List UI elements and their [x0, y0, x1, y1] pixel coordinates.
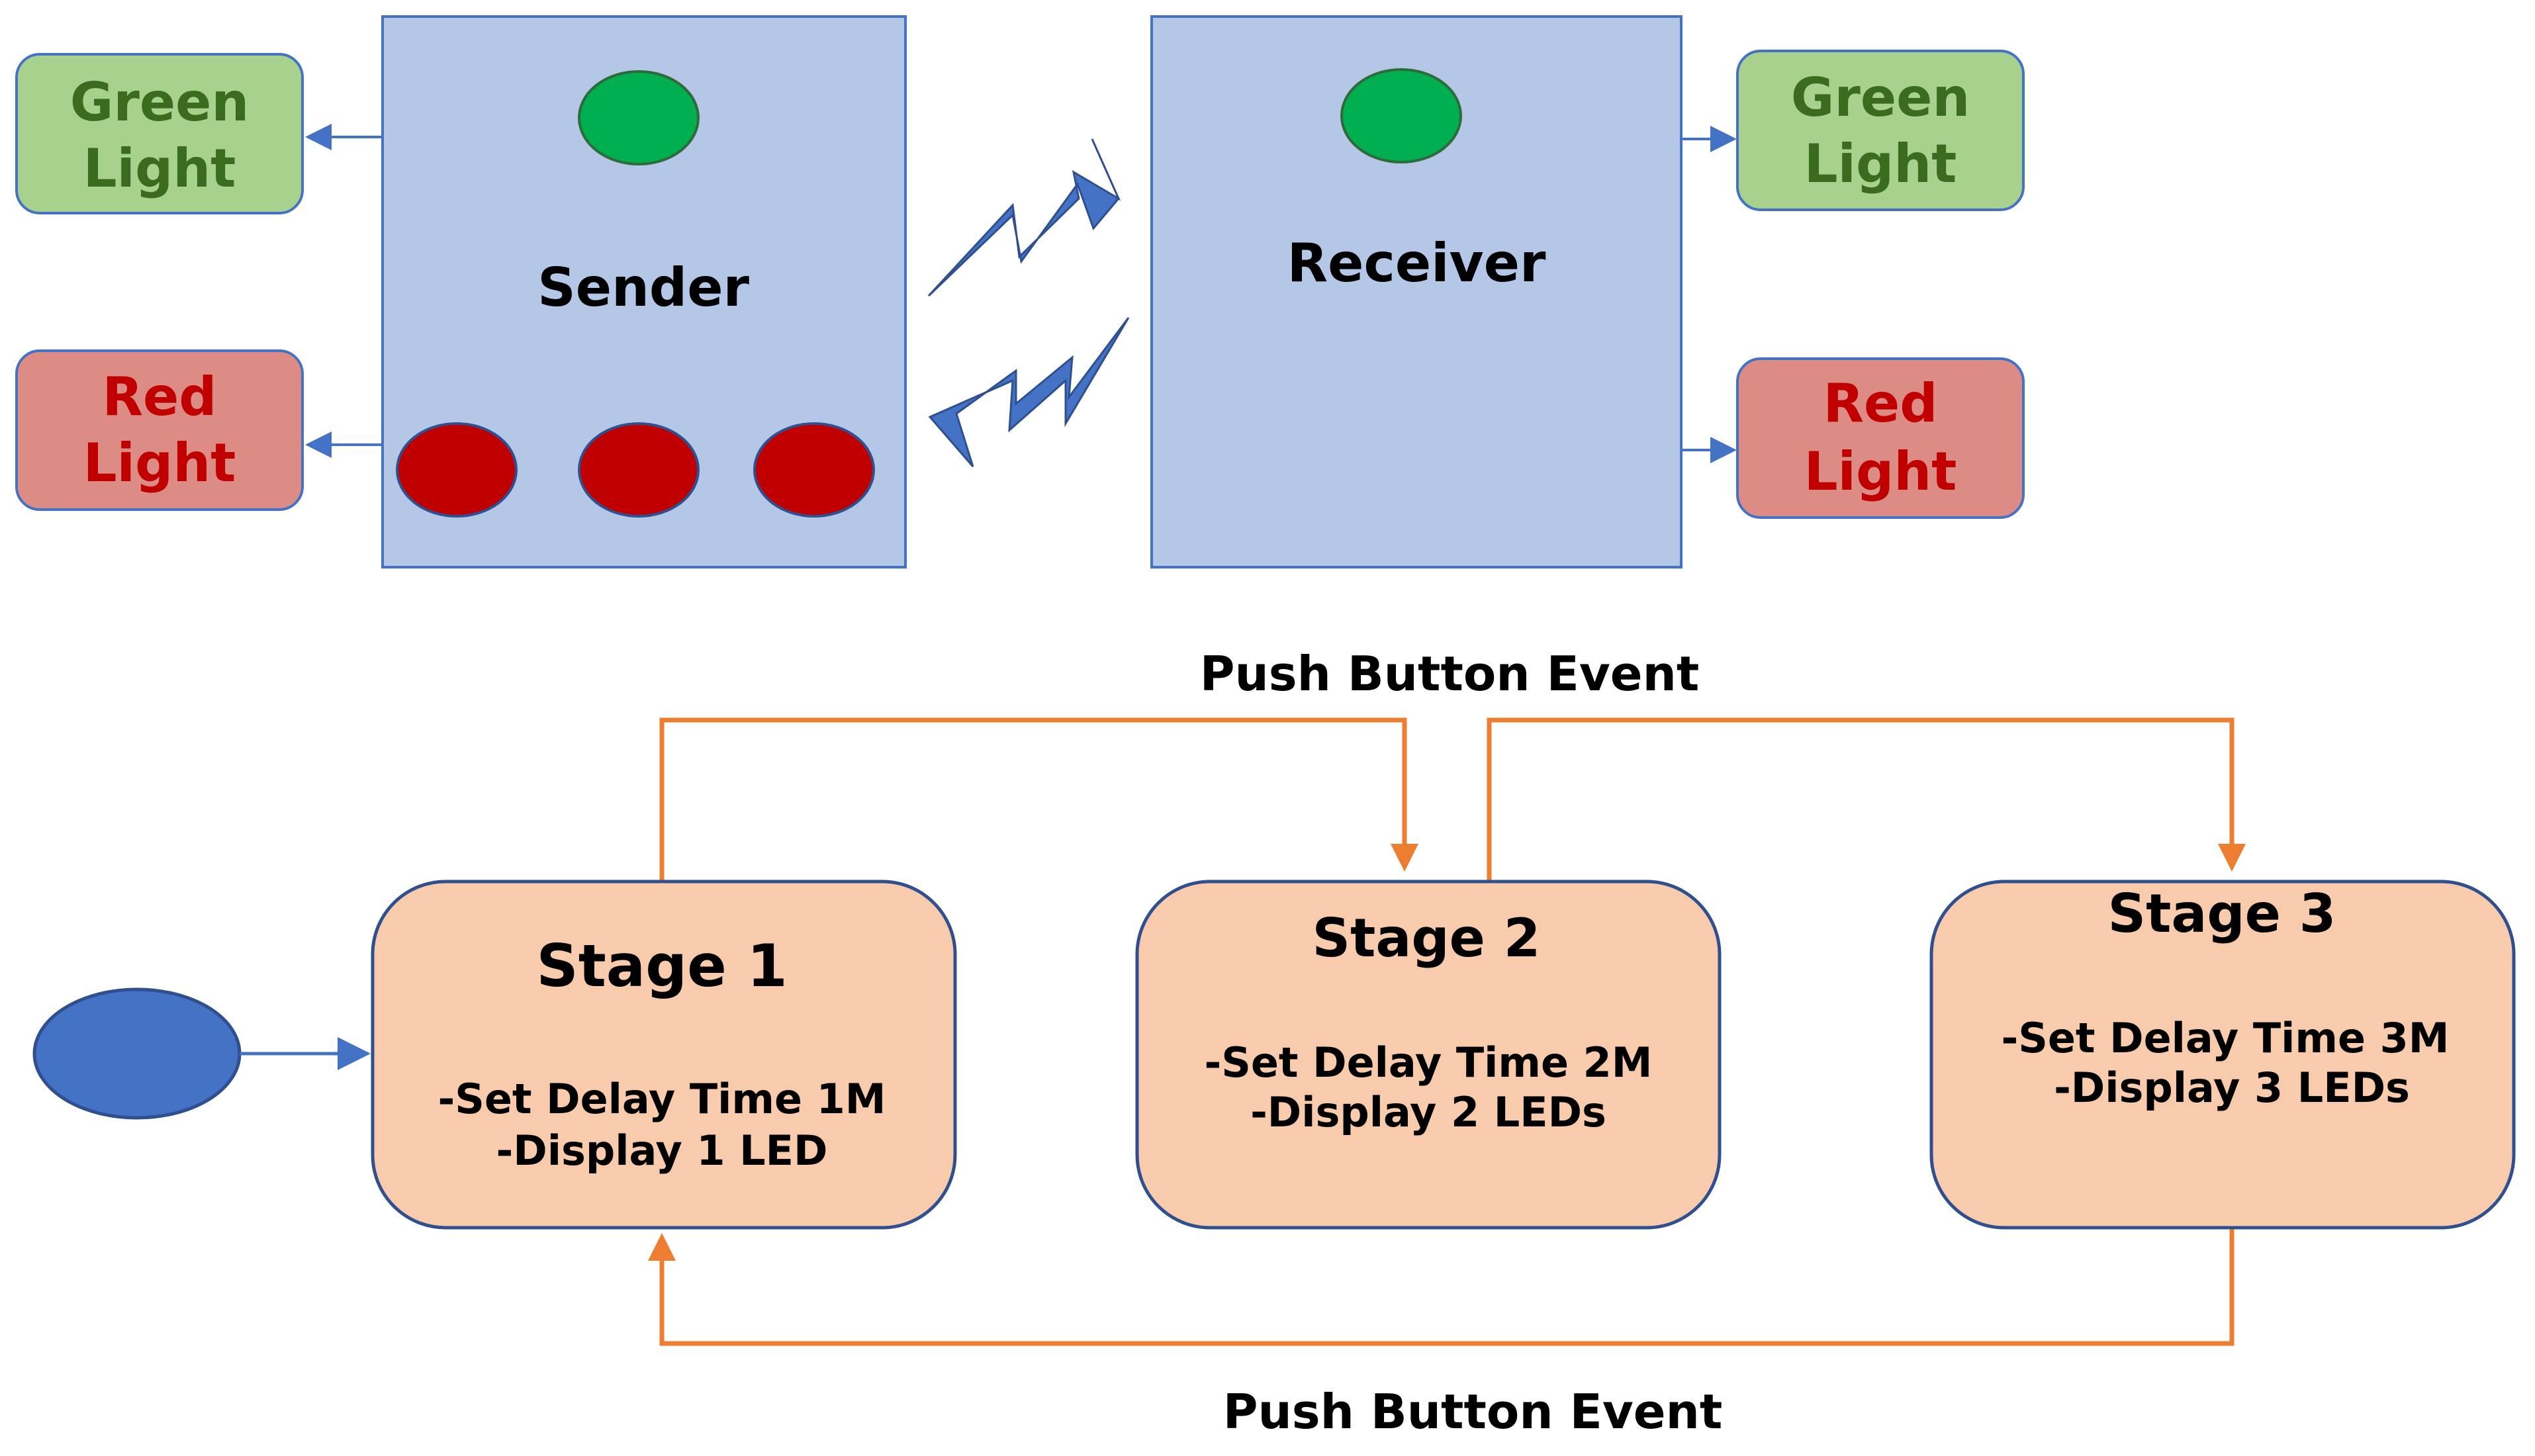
- sender-red-led-3: [753, 422, 875, 518]
- sender-red-line2: Light: [83, 432, 236, 494]
- sender-red-led-2: [578, 422, 700, 518]
- sender-red-light-box: Red Light: [15, 349, 304, 511]
- stage-3-title: Stage 3: [2108, 883, 2336, 944]
- stage-2-title: Stage 2: [1313, 907, 1541, 969]
- receiver-green-line2: Light: [1804, 133, 1957, 195]
- stage-3-line2: -Display 3 LEDs: [2054, 1064, 2410, 1112]
- sender-green-line2: Light: [83, 138, 236, 199]
- receiver-green-light-box: Green Light: [1736, 50, 2025, 211]
- start-node: [32, 987, 242, 1120]
- receiver-device: Receiver: [1150, 15, 1682, 569]
- stage-2-line2: -Display 2 LEDs: [1250, 1088, 1606, 1136]
- stage-1-title: Stage 1: [536, 932, 787, 1000]
- receiver-red-light-box: Red Light: [1736, 357, 2025, 519]
- sender-red-led-1: [396, 422, 518, 518]
- sender-device: Sender: [381, 15, 907, 569]
- receiver-green-led: [1340, 68, 1462, 163]
- stage-2-line1: -Set Delay Time 2M: [1205, 1038, 1653, 1087]
- sender-green-line1: Green: [70, 71, 250, 133]
- stage-3-node: Stage 3 -Set Delay Time 3M -Display 3 LE…: [1929, 880, 2516, 1230]
- sender-green-led: [578, 70, 700, 165]
- wireless-signal-bolt-top: [927, 138, 1121, 297]
- stage-1-line2: -Display 1 LED: [496, 1126, 828, 1175]
- stage-1-node: Stage 1 -Set Delay Time 1M -Display 1 LE…: [371, 880, 957, 1230]
- stage-1-line1: -Set Delay Time 1M: [438, 1075, 886, 1123]
- stage-3-line1: -Set Delay Time 3M: [2002, 1014, 2450, 1062]
- wireless-signal-bolt-bottom: [928, 317, 1130, 467]
- sender-red-line1: Red: [102, 366, 216, 428]
- stage-2-node: Stage 2 -Set Delay Time 2M -Display 2 LE…: [1135, 880, 1722, 1230]
- sender-label: Sender: [537, 257, 749, 318]
- transition-stage3-to-stage1: [648, 1228, 2235, 1346]
- transition-stage1-to-stage2: [659, 717, 1418, 882]
- receiver-red-line2: Light: [1804, 441, 1957, 502]
- bottom-event-label: Push Button Event: [1223, 1384, 1723, 1439]
- receiver-label: Receiver: [1287, 232, 1546, 294]
- top-event-label: Push Button Event: [1200, 646, 1700, 702]
- sender-green-light-box: Green Light: [15, 53, 304, 214]
- receiver-green-line1: Green: [1791, 67, 1970, 128]
- transition-stage2-to-stage3: [1487, 717, 2246, 882]
- receiver-red-line1: Red: [1823, 373, 1937, 434]
